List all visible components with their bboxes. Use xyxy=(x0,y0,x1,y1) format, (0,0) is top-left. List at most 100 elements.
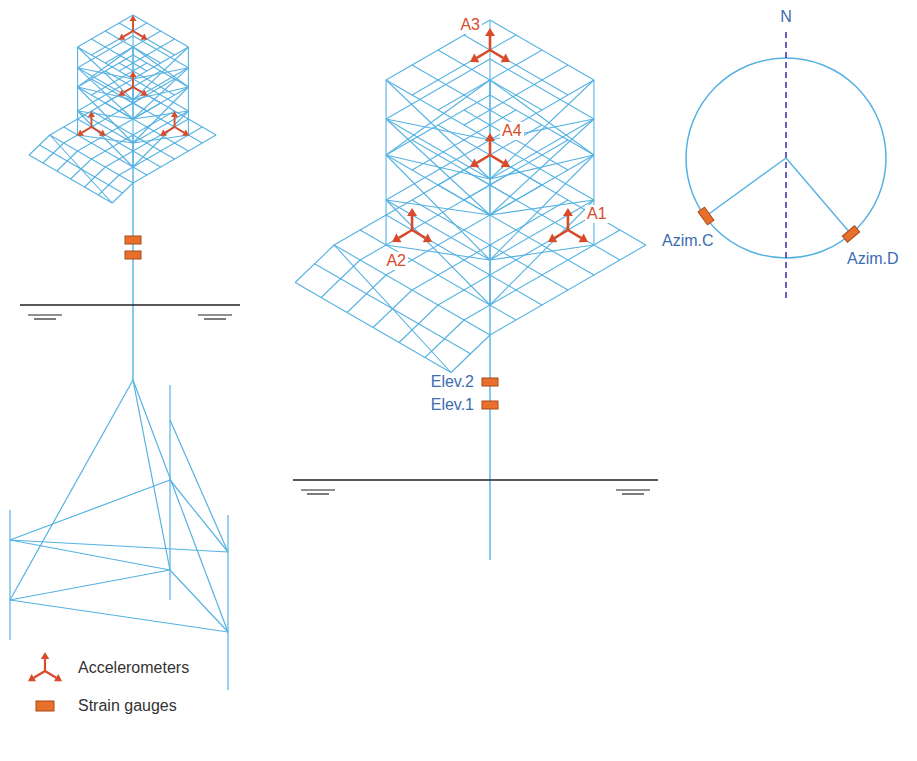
frame-member xyxy=(386,80,490,179)
frame-member xyxy=(412,65,516,125)
frame-member xyxy=(490,80,594,179)
water-mark-line xyxy=(301,489,335,490)
water-line-line xyxy=(20,304,240,305)
frame-member xyxy=(91,39,146,71)
accelerometer-arrowhead xyxy=(182,130,189,136)
accelerometer-arrowhead xyxy=(119,34,126,40)
strain-gauge-symbol xyxy=(482,378,498,386)
accelerometer-arrowhead xyxy=(41,652,50,659)
accelerometer-axis xyxy=(477,155,490,163)
frame-member xyxy=(78,47,133,100)
jacket-line xyxy=(9,510,10,640)
accelerometer-symbol xyxy=(160,111,189,136)
accelerometer-arrowhead xyxy=(141,34,148,40)
left-topside xyxy=(29,15,216,203)
frame-member xyxy=(119,127,202,175)
accelerometer-axis xyxy=(124,87,133,93)
frame-member xyxy=(78,111,133,167)
accelerometer-symbol xyxy=(28,652,62,681)
frame-member xyxy=(133,47,188,100)
frame-member xyxy=(133,135,216,183)
frame-member xyxy=(490,200,594,260)
water-line xyxy=(293,480,658,481)
jacket-line xyxy=(133,380,228,632)
accelerometer-label: A1 xyxy=(585,205,609,223)
accelerometer-arrowhead xyxy=(423,234,432,243)
frame-member xyxy=(490,119,594,215)
water-mark-line xyxy=(34,318,56,319)
water-mark xyxy=(301,490,650,494)
jacket-line xyxy=(10,540,170,570)
frame-member xyxy=(78,87,133,143)
accelerometer-axis xyxy=(124,31,133,37)
accelerometer-axis xyxy=(165,127,174,133)
accelerometer-axis xyxy=(490,155,503,163)
frame-member xyxy=(490,245,646,335)
accelerometer-arrowhead xyxy=(129,71,136,77)
accelerometer-arrowhead xyxy=(77,130,84,136)
strain-gauge-symbol xyxy=(482,401,498,409)
strain-gauge-symbol xyxy=(842,226,859,242)
frame-member xyxy=(490,80,594,155)
accelerometer-axis xyxy=(45,671,56,678)
accelerometer-axis xyxy=(132,77,134,87)
frame-member xyxy=(119,39,174,71)
frame-member xyxy=(386,80,387,245)
strain-gauge-symbol xyxy=(125,236,141,244)
accelerometer-arrowhead xyxy=(171,111,178,117)
frame-member xyxy=(489,80,490,215)
accelerometer-arrowhead xyxy=(501,54,510,63)
accelerometer-axis xyxy=(90,117,92,127)
accelerometer-axis xyxy=(477,50,490,58)
accelerometer-arrowhead xyxy=(160,130,167,136)
frame-member xyxy=(133,87,188,143)
azimuth-label: Azim.C xyxy=(660,232,716,250)
accelerometer-arrowhead xyxy=(392,234,401,243)
jacket-line xyxy=(170,480,228,552)
frame-member xyxy=(438,215,594,305)
accelerometer-symbol xyxy=(77,111,106,136)
north-axis xyxy=(786,32,787,298)
accelerometer-axis xyxy=(568,230,581,238)
jacket-line xyxy=(169,385,170,600)
frame-member xyxy=(490,155,594,260)
water-line-line xyxy=(293,479,658,480)
accelerometer-arrowhead xyxy=(119,90,126,96)
frame-member xyxy=(464,230,620,320)
accelerometer-arrowhead xyxy=(579,234,588,243)
frame-member xyxy=(77,47,78,135)
accelerometer-axis xyxy=(91,127,100,133)
accelerometer-axis xyxy=(490,50,503,58)
accelerometer-label: A2 xyxy=(384,252,408,270)
accelerometer-axis xyxy=(555,230,568,238)
frame-member xyxy=(50,135,112,203)
azimuth-label: Azim.D xyxy=(845,250,901,268)
water-mark-line xyxy=(616,489,650,490)
accelerometer-axis xyxy=(133,31,142,37)
frame-member xyxy=(295,283,451,373)
jacket xyxy=(10,380,228,690)
jacket-line xyxy=(10,600,228,632)
legend-text: Strain gauges xyxy=(78,697,177,715)
accelerometer-arrowhead xyxy=(470,54,479,63)
accelerometer-arrowhead xyxy=(470,159,479,168)
frame-member xyxy=(78,111,133,143)
azimuth-ray xyxy=(706,158,851,234)
jacket-line xyxy=(133,380,170,570)
frame-member xyxy=(386,215,542,305)
elevation-label: Elev.2 xyxy=(429,373,476,391)
accelerometer-symbol xyxy=(119,71,148,96)
frame-member xyxy=(78,68,133,119)
accelerometer-axis xyxy=(399,230,412,238)
frame-member xyxy=(490,200,594,305)
accelerometer-arrowhead xyxy=(485,133,495,141)
legend-swatch xyxy=(36,701,54,711)
accelerometer-arrowhead xyxy=(88,111,95,117)
jacket-line xyxy=(170,570,228,632)
accelerometer-symbol xyxy=(392,208,432,242)
frame-member xyxy=(29,155,112,203)
strain-gauge-symbol xyxy=(698,207,714,225)
accelerometer-arrowhead xyxy=(563,208,573,216)
accelerometer-axis xyxy=(175,127,184,133)
